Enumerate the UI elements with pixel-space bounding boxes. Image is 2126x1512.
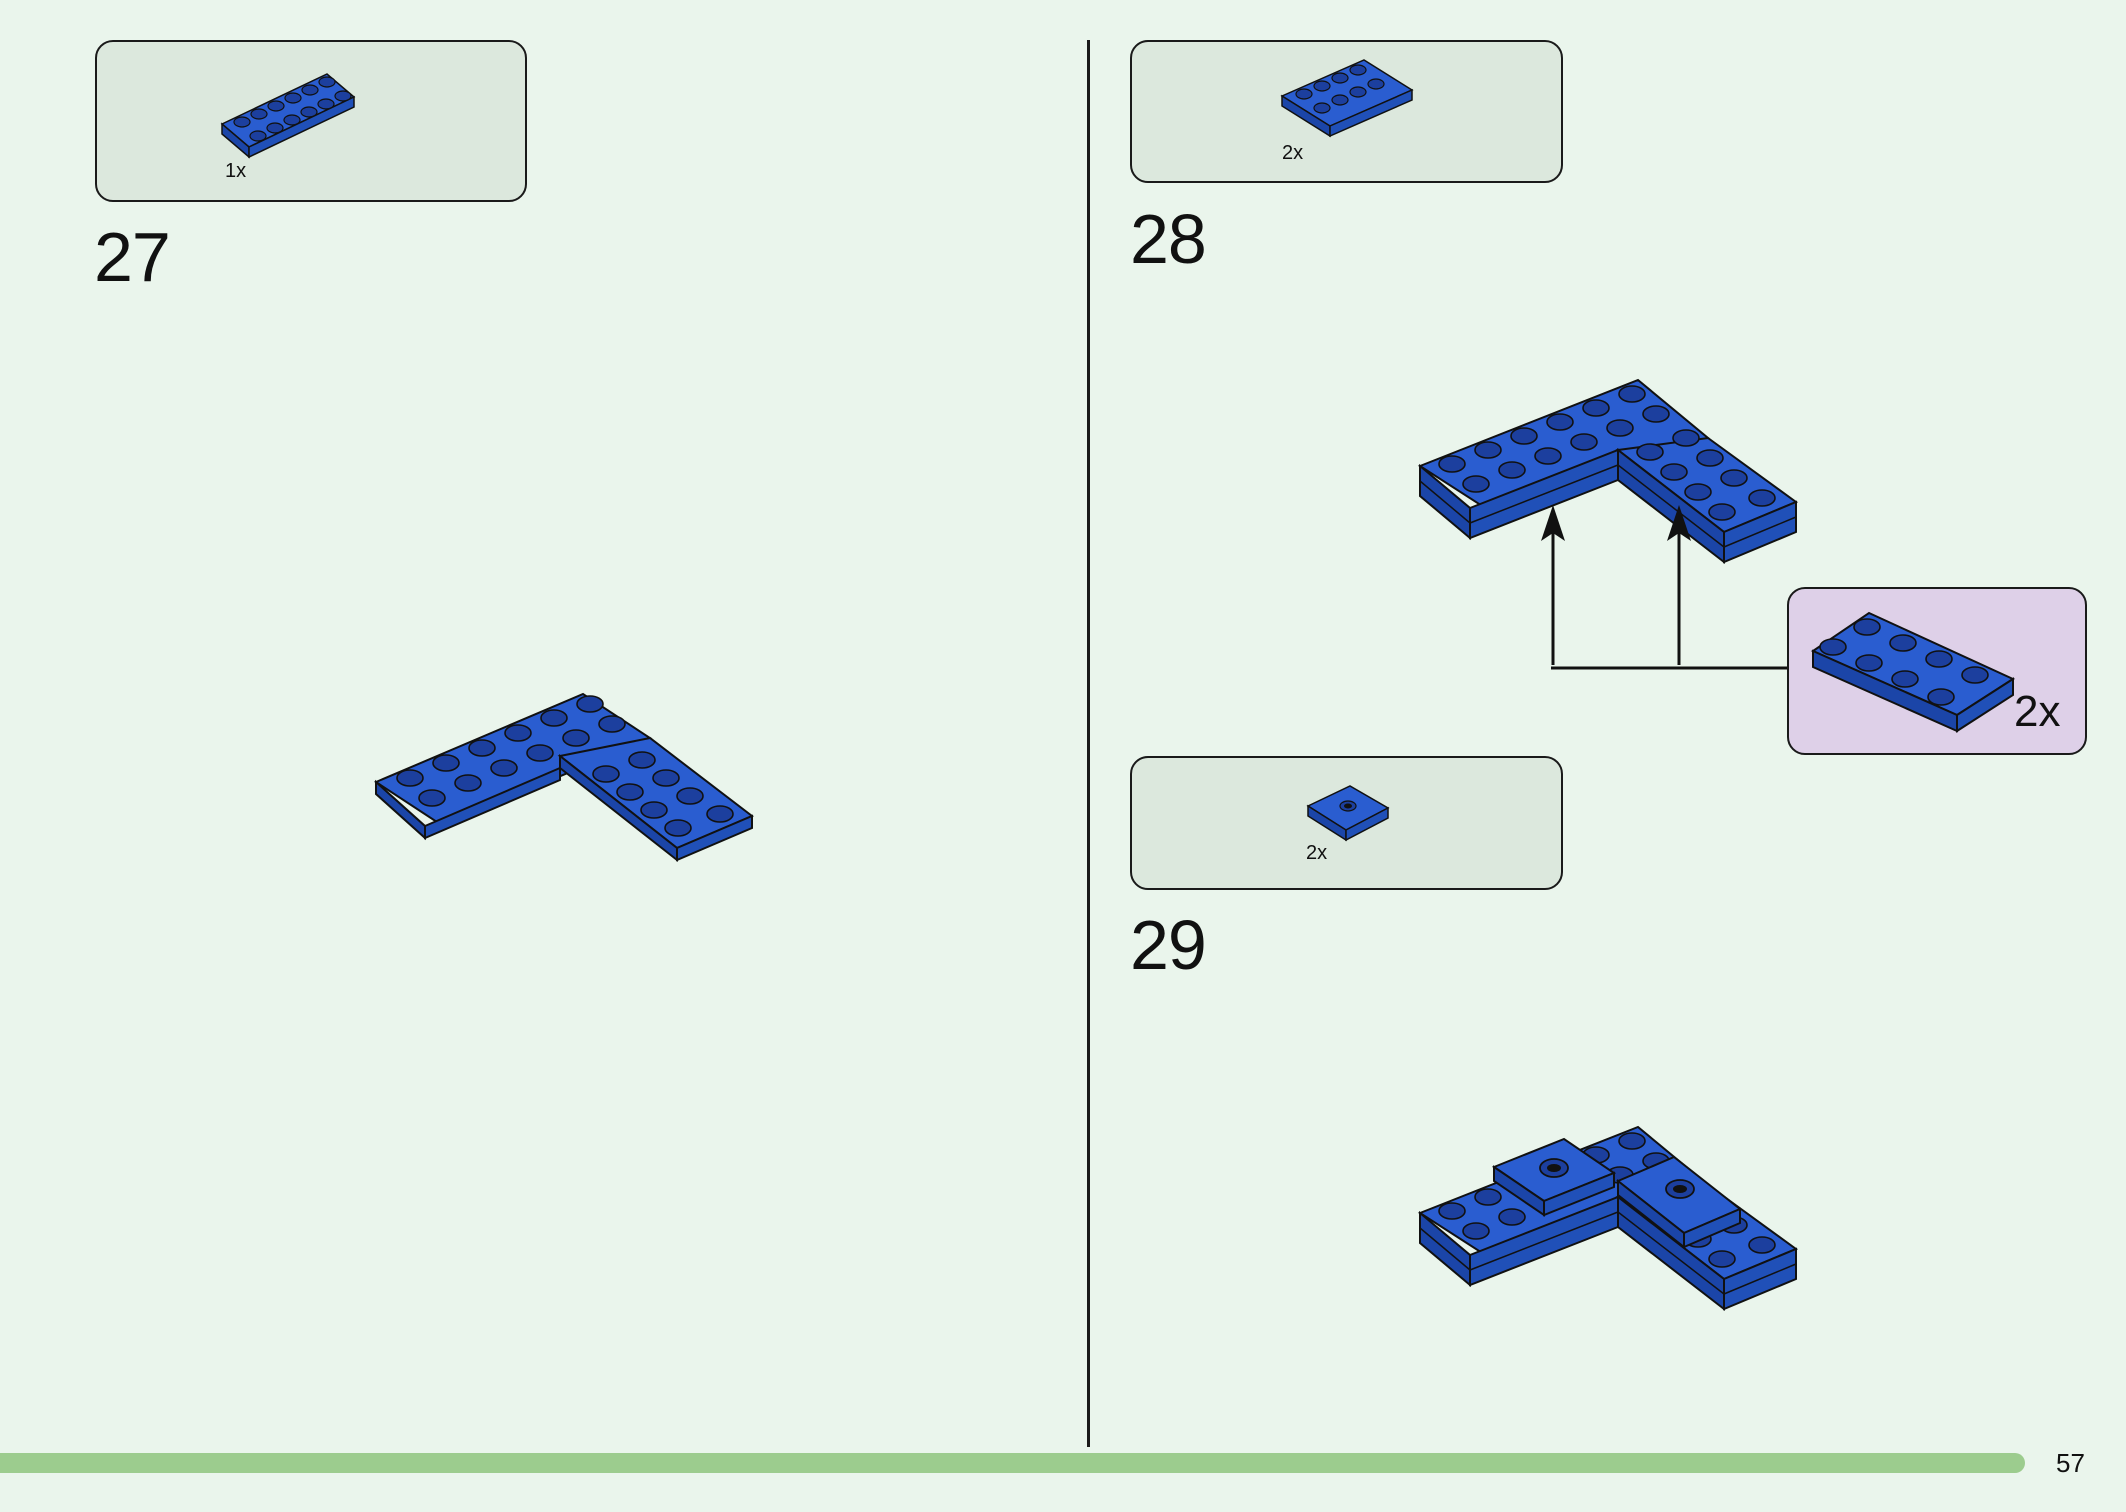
- page-divider: [1087, 40, 1090, 1447]
- l-assembly-with-jumper-plates-icon: [1417, 1125, 1799, 1312]
- step-number-28: 28: [1130, 200, 1207, 278]
- page-number: 57: [2056, 1448, 2085, 1478]
- parts-callout-step-28: 2x: [1130, 40, 1563, 183]
- part-quantity: 1x: [225, 160, 247, 182]
- progress-bar: [0, 1453, 2025, 1473]
- blue-plate-2x4-icon: [1810, 611, 2016, 733]
- parts-callout-step-29: 2x: [1130, 756, 1563, 890]
- blue-plate-2x2-one-stud-icon: [1306, 785, 1390, 842]
- l-shaped-plate-assembly-icon: [373, 692, 754, 863]
- parts-callout-step-27: 1x: [95, 40, 527, 202]
- doubled-l-plate-assembly-icon: [1417, 378, 1799, 565]
- part-quantity: 2x: [1282, 142, 1304, 164]
- step-number-27: 27: [94, 218, 171, 296]
- part-quantity: 2x: [1306, 842, 1328, 864]
- blue-plate-2x6-icon: [220, 73, 356, 159]
- step-number-29: 29: [1130, 906, 1207, 984]
- placement-arrows: [1541, 505, 1795, 670]
- sub-assembly-quantity: 2x: [2014, 687, 2061, 736]
- sub-assembly-callout: 2x: [1787, 587, 2087, 755]
- blue-plate-2x4-icon: [1280, 59, 1414, 138]
